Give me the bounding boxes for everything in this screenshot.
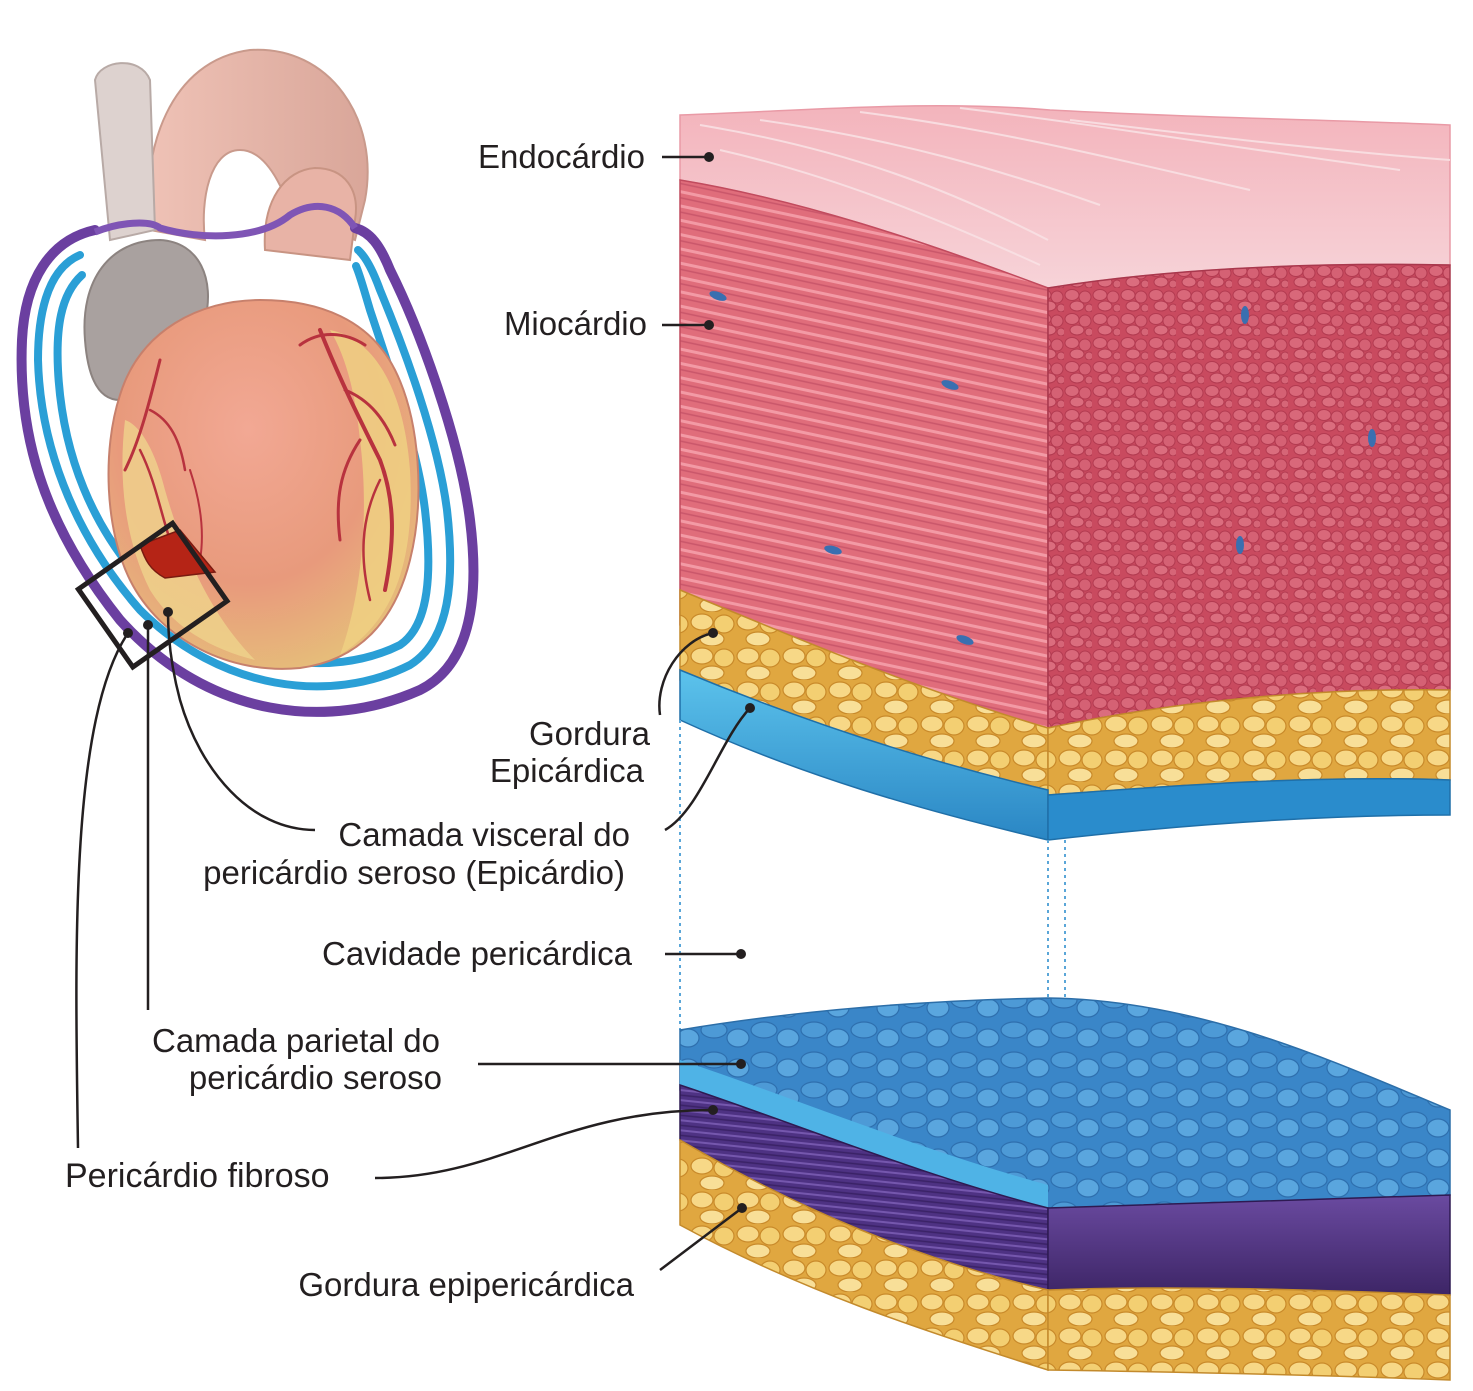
label-gordura-epicardica-line2: Epicárdica bbox=[420, 752, 644, 790]
fibrous-layer-side bbox=[1048, 1195, 1450, 1295]
label-cavidade: Cavidade pericárdica bbox=[250, 935, 632, 973]
dot-fibroso bbox=[708, 1105, 718, 1115]
dot-endocardio bbox=[704, 152, 714, 162]
lower-tissue-block bbox=[680, 998, 1450, 1380]
upper-tissue-block bbox=[680, 106, 1450, 840]
label-epipericardica: Gordura epipericárdica bbox=[230, 1266, 634, 1304]
label-visceral-line2: pericárdio seroso (Epicárdio) bbox=[150, 854, 625, 892]
leader-fibroso-right bbox=[375, 1110, 713, 1178]
epipericardial-fat-side bbox=[1048, 1288, 1450, 1380]
label-endocardio: Endocárdio bbox=[420, 138, 645, 176]
myocardium-side-face bbox=[1048, 264, 1450, 728]
vena-cava-vessel bbox=[95, 63, 155, 240]
dot-parietal-heart bbox=[143, 620, 153, 630]
label-fibroso: Pericárdio fibroso bbox=[65, 1157, 330, 1195]
dot-visceral bbox=[745, 703, 755, 713]
dot-gordura-epicardica bbox=[708, 628, 718, 638]
heart-illustration bbox=[22, 50, 474, 712]
dot-parietal bbox=[736, 1059, 746, 1069]
label-parietal-line1: Camada parietal do bbox=[100, 1022, 440, 1060]
dot-cavidade bbox=[736, 949, 746, 959]
label-parietal-line2: pericárdio seroso bbox=[100, 1059, 442, 1097]
dot-epipericardica bbox=[737, 1203, 747, 1213]
dot-visceral-heart bbox=[163, 607, 173, 617]
dot-fibroso-heart bbox=[123, 628, 133, 638]
dot-miocardio bbox=[704, 320, 714, 330]
label-visceral-line1: Camada visceral do bbox=[150, 816, 630, 854]
label-miocardio: Miocárdio bbox=[420, 305, 647, 343]
label-gordura-epicardica-line1: Gordura bbox=[420, 715, 650, 753]
